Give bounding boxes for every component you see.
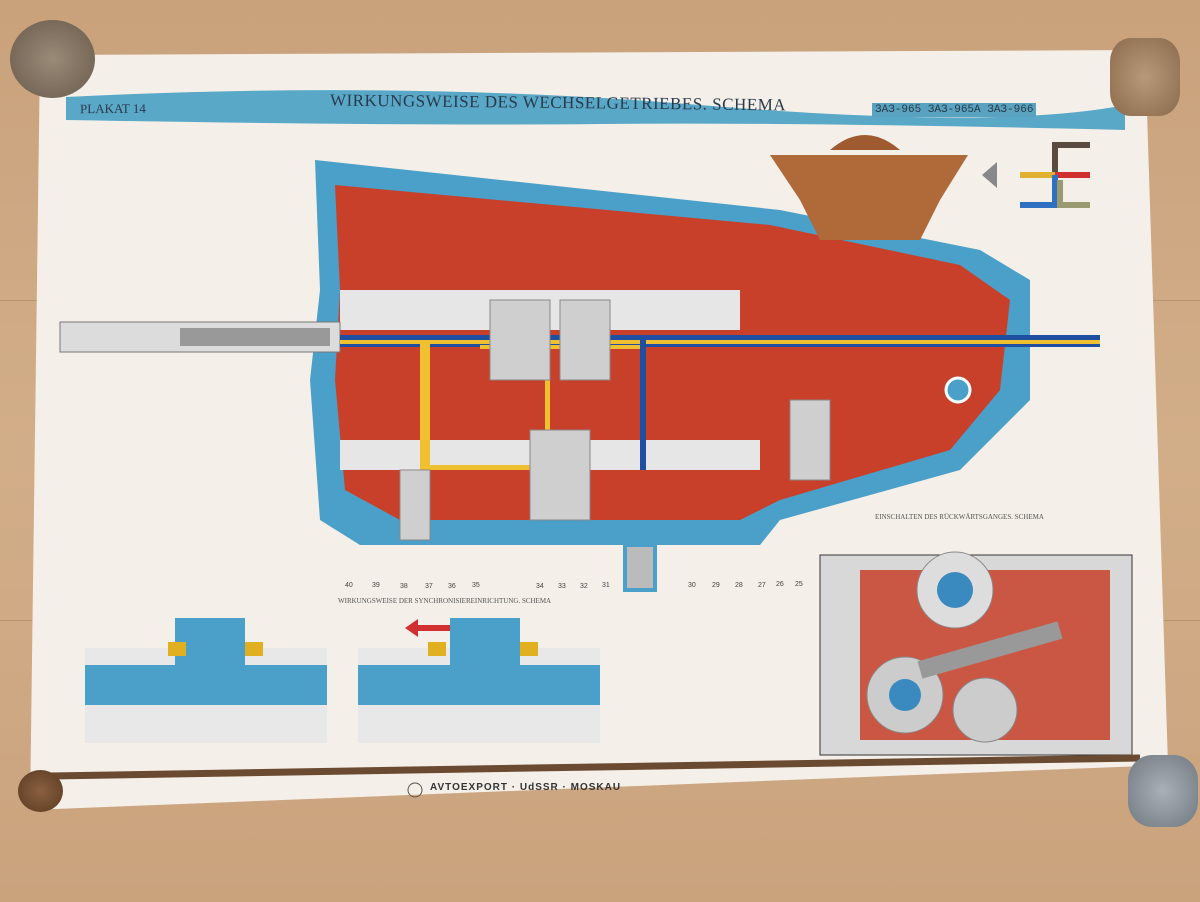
callout-number: 25 <box>795 581 803 588</box>
synchronizer-caption: WIRKUNGSWEISE DER SYNCHRONISIEREINRICHTU… <box>338 597 552 605</box>
weight-stone <box>18 770 63 812</box>
callout-number: 36 <box>448 583 456 590</box>
callout-number: 30 <box>688 582 696 589</box>
direction-legend <box>1020 142 1090 208</box>
callout-number: 28 <box>735 582 743 589</box>
model-label: ЗАЗ-965 ЗАЗ-965А ЗАЗ-966 <box>872 103 1037 117</box>
avtoexport-logo <box>407 782 423 798</box>
weight-stone <box>1128 755 1198 827</box>
title-banner <box>66 90 1125 130</box>
callout-number: 40 <box>345 582 353 589</box>
callout-number: 38 <box>400 583 408 590</box>
callout-number: 37 <box>425 583 433 590</box>
callout-number: 32 <box>580 583 588 590</box>
callout-number: 31 <box>602 582 610 589</box>
callout-number: 26 <box>776 581 784 588</box>
bottom-rule <box>49 754 1141 780</box>
differential-housing <box>770 155 968 240</box>
plate-label: PLAKAT 14 <box>79 100 146 117</box>
gearbox-cross-section <box>59 160 1100 592</box>
weight-stone <box>1110 38 1180 116</box>
synchronizer-inset-1 <box>85 618 327 743</box>
callout-number: 34 <box>536 583 544 590</box>
synchronizer-inset-2 <box>358 618 600 743</box>
callout-number: 29 <box>712 582 720 589</box>
callout-number: 39 <box>372 582 380 589</box>
weight-stone <box>10 20 95 98</box>
reverse-gear-caption: EINSCHALTEN DES RÜCKWÄRTSGANGES. SCHEMA <box>875 513 1044 521</box>
callout-number: 27 <box>758 582 766 589</box>
callout-number: 35 <box>472 582 480 589</box>
publisher-footer: AVTOEXPORT · UdSSR · MOSKAU <box>430 782 622 793</box>
callout-number: 33 <box>558 583 566 590</box>
reverse-gear-inset <box>819 551 1133 756</box>
